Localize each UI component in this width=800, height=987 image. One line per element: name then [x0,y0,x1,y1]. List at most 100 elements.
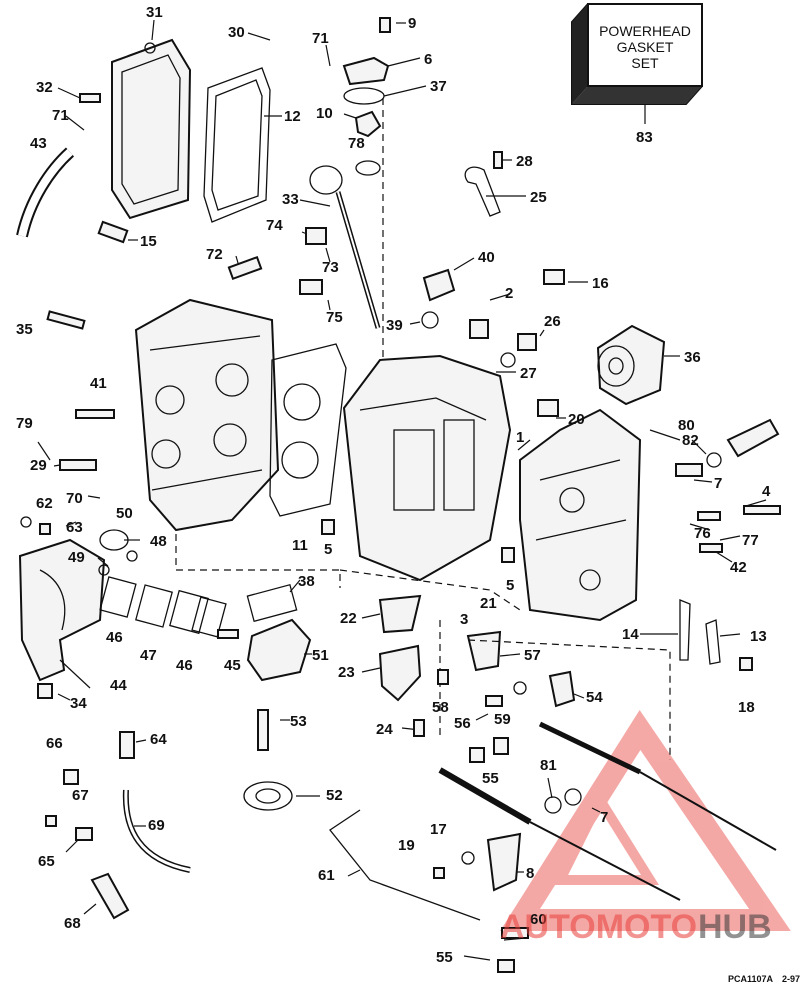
callout-label: 48 [150,533,167,550]
callout-label: 9 [408,15,416,32]
callout-label: 65 [38,853,55,870]
gasket-set-box: POWERHEAD GASKET SET [571,3,703,105]
callout-label: 71 [312,30,329,47]
callout-label: 15 [140,233,157,250]
cylinder-head [134,298,280,532]
head-cover-gasket [203,67,271,223]
callout-label: 35 [16,321,33,338]
callout-label: 55 [482,770,499,787]
callout-label: 71 [52,107,69,124]
callout-label: 59 [494,711,511,728]
callout-label: 47 [140,647,157,664]
callout-label: 3 [460,611,468,628]
callout-label: 21 [480,595,497,612]
callout-label: 31 [146,4,163,21]
callout-label: 5 [506,577,514,594]
callout-label: 80 [678,417,695,434]
callout-label: 19 [398,837,415,854]
callout-label: 30 [228,24,245,41]
callout-label: 56 [454,715,471,732]
watermark-text-part2: HUB [698,908,772,946]
callout-label: 16 [592,275,609,292]
watermark-logo [500,709,791,931]
oil-filter [596,324,666,406]
callout-label: 70 [66,490,83,507]
callout-label: 14 [622,626,639,643]
callout-label: 63 [66,519,83,536]
callout-label: 50 [116,505,133,522]
callout-label: 46 [176,657,193,674]
cylinder-head-cover [111,38,192,220]
callout-label: 4 [762,483,771,500]
callout-label: 76 [694,525,711,542]
callout-label: 40 [478,249,495,266]
head-gasket [269,343,347,517]
callout-label: 5 [324,541,332,558]
callout-label: 83 [636,129,653,146]
callout-label: 49 [68,549,85,566]
callout-label: 66 [46,735,63,752]
callout-label: 2 [505,285,513,302]
crankcase [519,408,642,622]
callout-label: 37 [430,78,447,95]
callout-label: 46 [106,629,123,646]
watermark-text-part1: AUTOMOTO [500,908,697,946]
callout-label: 27 [520,365,537,382]
callout-label: 20 [568,411,585,428]
callout-label: 82 [682,432,699,449]
callout-label: 43 [30,135,47,152]
exhaust-cover [18,538,106,682]
callout-label: 78 [348,135,365,152]
cylinder-block [342,354,512,582]
small-fasteners [20,17,781,973]
callout-label: 26 [544,313,561,330]
callout-label: 81 [540,757,557,774]
callout-label: 67 [72,787,89,804]
callout-label: 23 [338,664,355,681]
callout-label: 73 [322,259,339,276]
box-text-line2: GASKET [617,39,674,55]
callout-label: 39 [386,317,403,334]
callout-label: 54 [586,689,603,706]
callout-label: 53 [290,713,307,730]
figure-date: 2-97 [782,974,800,984]
callout-label: 75 [326,309,343,326]
callout-label: 24 [376,721,393,738]
figure-code: PCA1107A [728,974,774,984]
callout-label: 45 [224,657,241,674]
callout-label: 36 [684,349,701,366]
callout-label: 58 [432,699,449,716]
callout-label: 12 [284,108,301,125]
callout-label: 60 [530,911,547,928]
callout-label: 55 [436,949,453,966]
callout-label: 69 [148,817,165,834]
callout-labels: 31 30 71 9 6 37 83 32 71 43 12 10 78 28 … [16,4,771,966]
callout-label: 33 [282,191,299,208]
callout-label: 72 [206,246,223,263]
callout-label: 41 [90,375,107,392]
callout-label: 28 [516,153,533,170]
callout-label: 6 [424,51,432,68]
callout-label: 18 [738,699,755,716]
callout-label: 22 [340,610,357,627]
callout-label: 51 [312,647,329,664]
callout-label: 42 [730,559,747,576]
callout-label: 29 [30,457,47,474]
callout-label: 74 [266,217,283,234]
callout-label: 7 [600,809,608,826]
callout-label: 8 [526,865,534,882]
callout-label: 1 [516,429,524,446]
thermostat-cover [342,56,390,86]
callout-label: 77 [742,532,759,549]
callout-label: 57 [524,647,541,664]
callout-label: 11 [292,537,308,554]
callout-label: 10 [316,105,333,122]
callout-label: 44 [110,677,127,694]
callout-label: 79 [16,415,33,432]
callout-label: 52 [326,787,343,804]
callout-label: 64 [150,731,167,748]
callout-label: 17 [430,821,447,838]
box-text-line3: SET [631,55,659,71]
callout-label: 62 [36,495,53,512]
